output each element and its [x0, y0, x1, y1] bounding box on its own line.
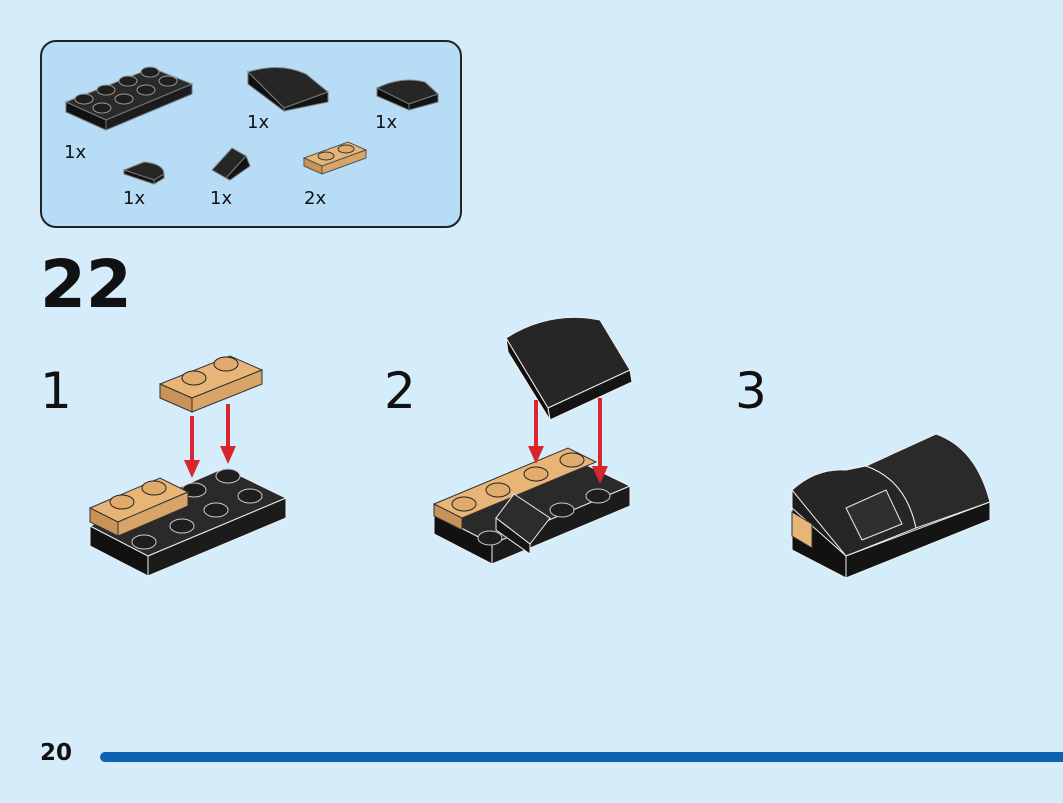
plate-2x4-black-icon: [64, 66, 194, 131]
plate-1x2-tan-icon: [302, 141, 368, 175]
step-number: 22: [40, 246, 132, 323]
substep-2-illustration: [432, 316, 633, 565]
progress-bar: [100, 752, 1063, 762]
substep-label-3: 3: [735, 362, 767, 420]
substep-label-2: 2: [384, 362, 416, 420]
curved-slope-1x2-black-icon: [375, 79, 439, 111]
parts-list-box: 1x 1x 1x 1x 1x 2x: [40, 40, 462, 228]
slope-1x1-black-icon: [211, 147, 251, 181]
substep-label-1: 1: [40, 362, 72, 420]
quarter-tile-black-icon: [122, 161, 165, 185]
part-qty-slope-1x1: 1x: [210, 188, 233, 209]
part-qty-curved-slope-2x2: 1x: [247, 112, 270, 133]
part-qty-plate-1x2-tan: 2x: [304, 188, 327, 209]
curved-slope-2x2-black-icon: [247, 67, 329, 112]
part-qty-quarter-tile: 1x: [123, 188, 146, 209]
substep-1-illustration: [88, 355, 288, 577]
part-qty-curved-slope-1x2: 1x: [375, 112, 398, 133]
substep-3-illustration: [791, 433, 991, 579]
part-qty-plate-2x4: 1x: [64, 142, 87, 163]
page-number: 20: [40, 740, 73, 766]
